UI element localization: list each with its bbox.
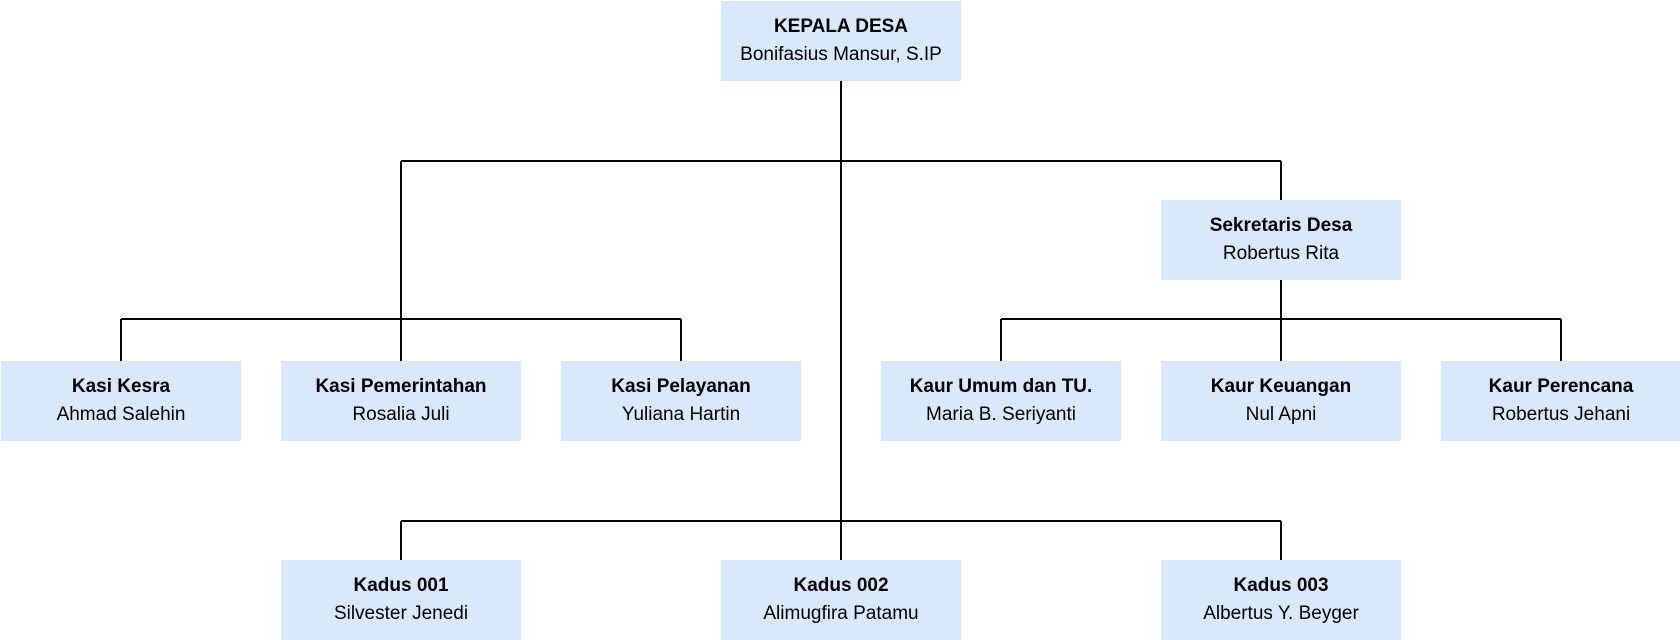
node-sekretaris-desa: Sekretaris Desa Robertus Rita — [1161, 200, 1401, 280]
node-kasi-pelayanan: Kasi Pelayanan Yuliana Hartin — [561, 361, 801, 441]
node-name: Alimugfira Patamu — [763, 603, 919, 624]
node-kepala-desa: KEPALA DESA Bonifasius Mansur, S.IP — [721, 1, 961, 81]
node-title: Kadus 002 — [793, 575, 889, 596]
node-kasi-kesra: Kasi Kesra Ahmad Salehin — [1, 361, 241, 441]
node-kaur-keuangan: Kaur Keuangan Nul Apni — [1161, 361, 1401, 441]
node-title: Kadus 001 — [353, 575, 449, 596]
node-name: Yuliana Hartin — [621, 404, 741, 425]
node-kadus-001: Kadus 001 Silvester Jenedi — [281, 560, 521, 640]
node-name: Rosalia Juli — [352, 404, 450, 425]
node-name: Silvester Jenedi — [333, 603, 469, 624]
node-name: Ahmad Salehin — [56, 404, 186, 425]
node-name: Robertus Jehani — [1491, 404, 1631, 425]
node-title: Kaur Perencana — [1488, 376, 1634, 397]
node-name: Nul Apni — [1245, 404, 1317, 425]
node-title: Kasi Pemerintahan — [315, 376, 487, 397]
node-title: Kaur Keuangan — [1210, 376, 1352, 397]
node-title: Kasi Kesra — [71, 376, 171, 397]
node-title: Kasi Pelayanan — [611, 376, 751, 397]
node-kadus-002: Kadus 002 Alimugfira Patamu — [721, 560, 961, 640]
node-title: Kadus 003 — [1233, 575, 1329, 596]
node-kasi-pemerintahan: Kasi Pemerintahan Rosalia Juli — [281, 361, 521, 441]
node-title: Kaur Umum dan TU. — [909, 376, 1093, 397]
node-kaur-perencana: Kaur Perencana Robertus Jehani — [1441, 361, 1680, 441]
node-title: Sekretaris Desa — [1209, 215, 1353, 236]
node-name: Robertus Rita — [1222, 243, 1340, 264]
node-name: Bonifasius Mansur, S.IP — [740, 44, 942, 65]
node-kadus-003: Kadus 003 Albertus Y. Beyger — [1161, 560, 1401, 640]
node-name: Maria B. Seriyanti — [926, 404, 1076, 425]
node-title: KEPALA DESA — [773, 16, 909, 37]
node-name: Albertus Y. Beyger — [1203, 603, 1359, 624]
node-kaur-umum: Kaur Umum dan TU. Maria B. Seriyanti — [881, 361, 1121, 441]
